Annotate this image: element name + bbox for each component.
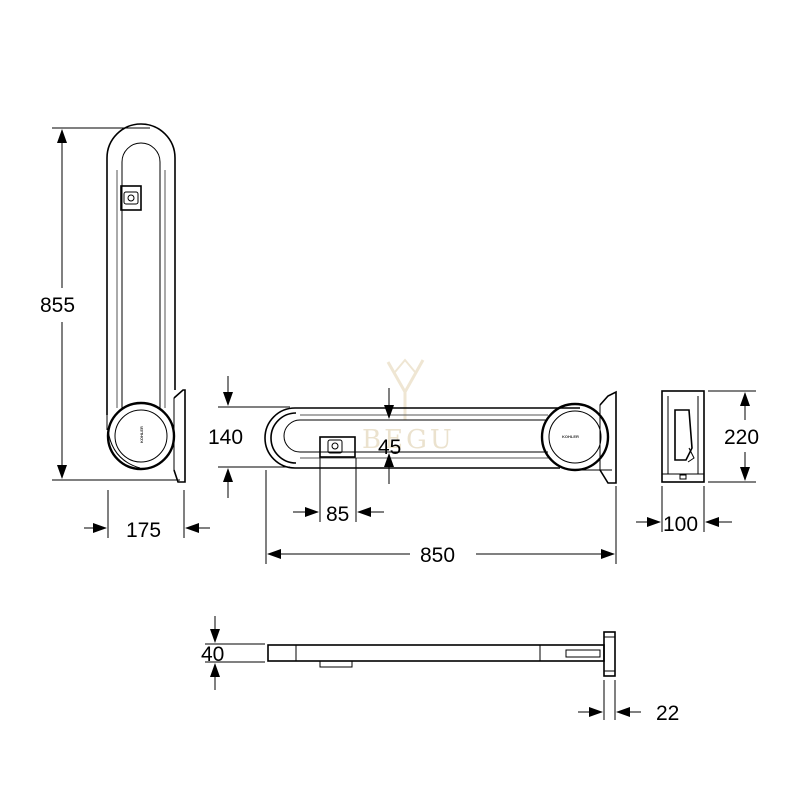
dim-175-label: 175	[126, 519, 161, 542]
dimension-175: 175	[84, 490, 210, 542]
brand-label-vertical: KOHLER	[139, 426, 144, 443]
dim-85-label: 85	[326, 503, 349, 526]
dim-850-label: 850	[420, 544, 455, 567]
dimension-855: 855	[40, 127, 180, 481]
dim-22-label: 22	[656, 702, 679, 725]
dimension-85: 85	[293, 458, 384, 526]
dimension-45: 45	[378, 388, 401, 484]
vertical-bar-view: KOHLER	[106, 123, 186, 483]
dim-45-label: 45	[378, 436, 401, 459]
dimension-100: 100	[636, 486, 732, 536]
horizontal-bar-view: KOHLER	[264, 390, 617, 484]
watermark: BEGU	[362, 358, 455, 455]
dimension-220: 220	[708, 390, 759, 483]
dim-100-label: 100	[663, 513, 698, 536]
dimension-40: 40	[201, 616, 265, 690]
brand-label-horizontal: KOHLER	[562, 434, 579, 439]
dim-140-label: 140	[208, 426, 243, 449]
dimension-22: 22	[578, 680, 679, 725]
dim-220-label: 220	[724, 426, 759, 449]
dim-40-label: 40	[201, 643, 224, 666]
top-profile-view	[267, 631, 616, 677]
wall-plate-view	[661, 390, 705, 483]
dimension-140: 140	[208, 376, 290, 498]
dimension-850: 850	[265, 470, 617, 567]
watermark-text: BEGU	[362, 425, 455, 455]
dim-855-label: 855	[40, 294, 75, 317]
